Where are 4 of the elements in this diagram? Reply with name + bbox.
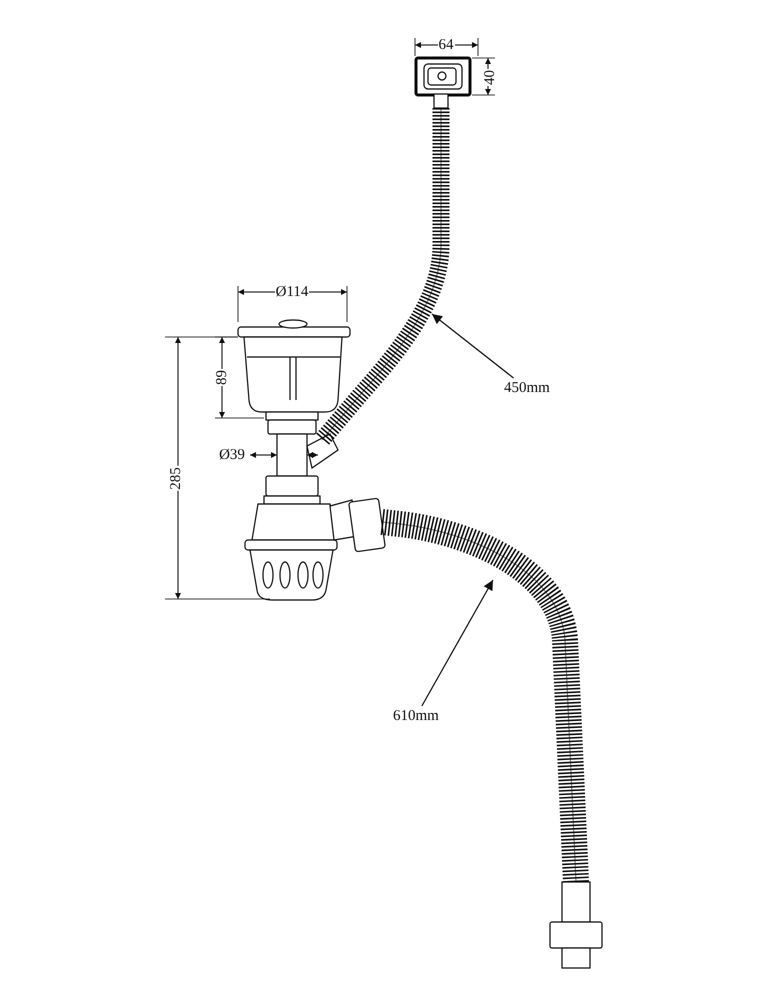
overflow-hose-drawing xyxy=(316,108,450,446)
drain-hose-drawing xyxy=(380,509,589,883)
leader-line xyxy=(421,580,494,706)
leader-line xyxy=(432,314,514,378)
